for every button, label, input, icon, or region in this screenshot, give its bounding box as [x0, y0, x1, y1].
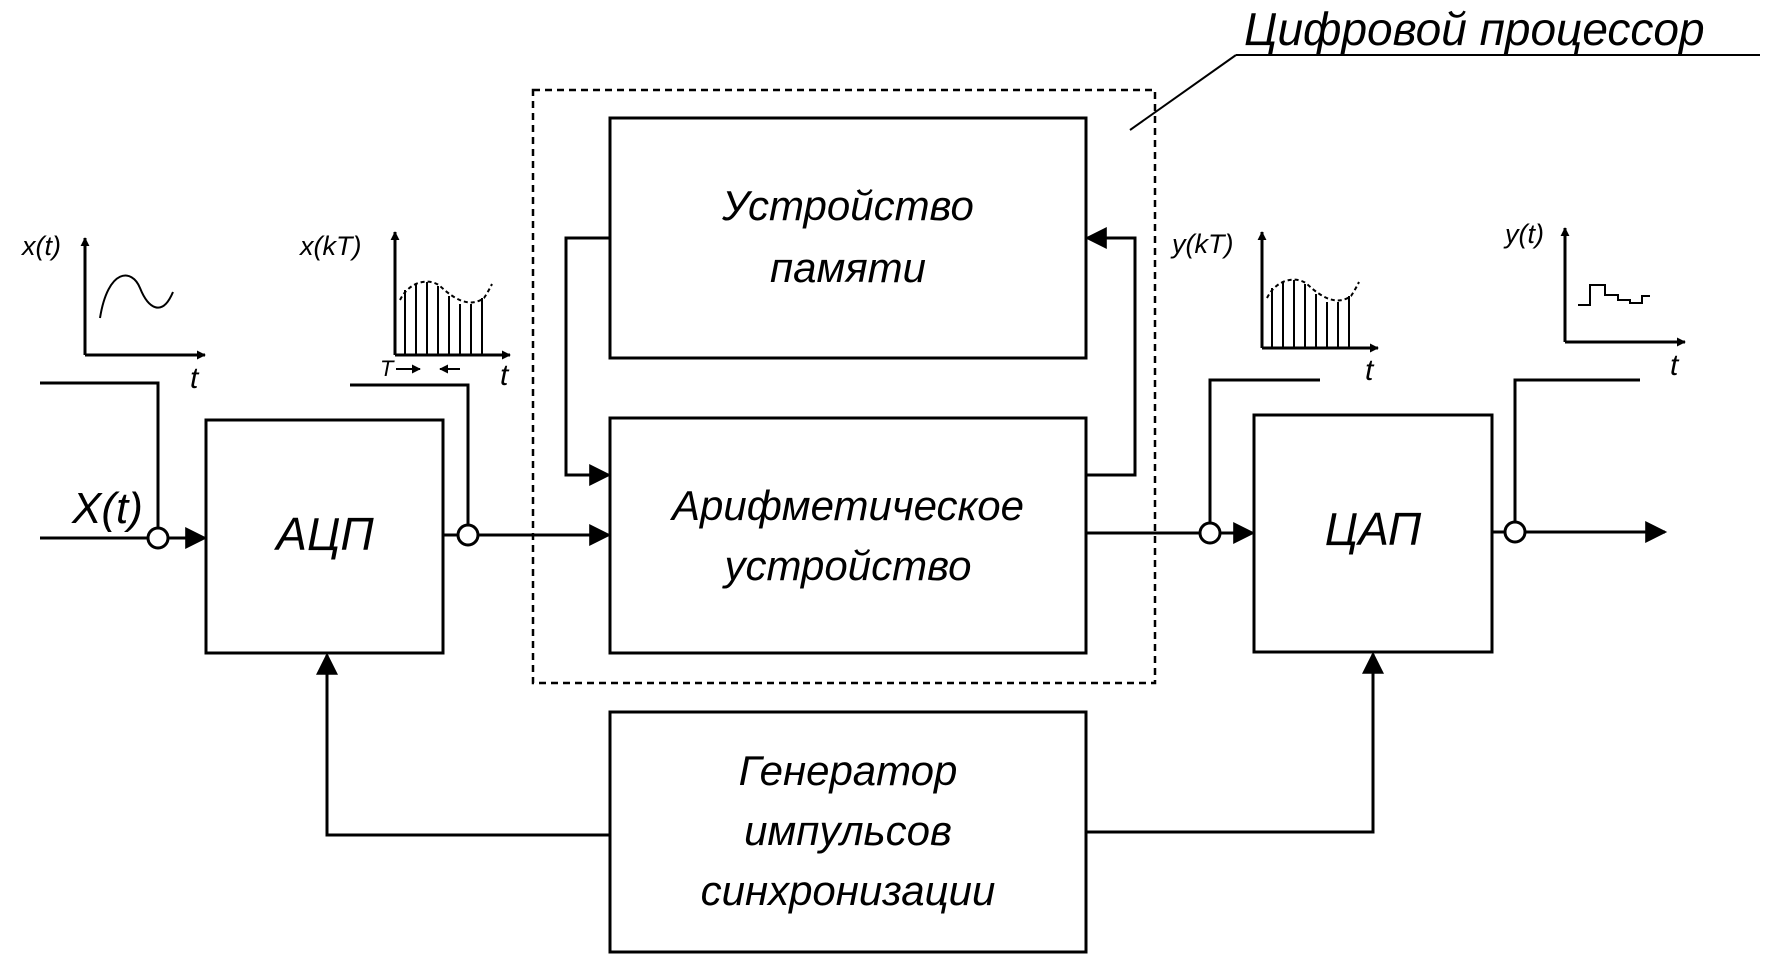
sample-envelope-output [1266, 278, 1360, 302]
plot-analog-input: x(t) t [20, 231, 206, 395]
arithmetic-to-memory-arrow [1084, 227, 1137, 477]
sync-generator-block: Генератор импульсов синхронизации [608, 710, 1088, 954]
dac-block: ЦАП [1252, 413, 1494, 654]
processor-title: Цифровой процессор [1244, 3, 1705, 55]
input-probe-point [146, 526, 170, 550]
adc-output-probe-point [456, 523, 480, 547]
plot3-ylabel: y(kT) [1170, 229, 1233, 259]
plot-sampled-input: x(kT) t T [298, 231, 511, 392]
arithmetic-block: Арифметическое устройство [608, 416, 1088, 655]
plot4-xlabel: t [1670, 349, 1680, 382]
plot2-xlabel: t [500, 359, 510, 392]
plot3-xlabel: t [1365, 354, 1375, 387]
memory-label-line1: Устройство [721, 182, 974, 229]
generator-label-line1: Генератор [739, 747, 958, 794]
sample-pulses-input [404, 282, 483, 355]
generator-label-line2: импульсов [744, 807, 952, 854]
dac-input-probe-point [1198, 521, 1222, 545]
plot1-ylabel: x(t) [20, 231, 61, 261]
dac-output-probe-point [1503, 520, 1527, 544]
generator-label-line3: синхронизации [701, 867, 996, 914]
sample-pulses-output [1271, 280, 1350, 348]
arithmetic-label-line2: устройство [722, 542, 972, 589]
adc-output-probe-lead [350, 383, 470, 525]
title-leader-line [1129, 54, 1237, 131]
plot2-ylabel: x(kT) [298, 231, 361, 261]
input-probe-lead [40, 381, 160, 528]
memory-label-line2: памяти [770, 244, 926, 291]
plot-sampled-output: y(kT) t [1170, 229, 1379, 387]
adc-block: АЦП [204, 418, 445, 655]
arithmetic-label-line1: Арифметическое [669, 482, 1024, 529]
plot1-xlabel: t [190, 362, 200, 395]
memory-block: Устройство памяти [608, 116, 1088, 360]
adc-label: АЦП [273, 508, 374, 560]
plot2-period-label: T [380, 356, 395, 381]
plot-analog-output: y(t) t [1503, 219, 1686, 382]
processor-boundary [531, 88, 1157, 685]
plot4-ylabel: y(t) [1503, 219, 1544, 249]
memory-to-arithmetic-arrow [564, 236, 612, 486]
dac-label: ЦАП [1325, 503, 1422, 555]
dac-input-probe-lead [1208, 378, 1320, 523]
analog-sine-wave [99, 274, 174, 319]
generator-to-dac-arrow [1086, 651, 1384, 834]
stepped-output-signal [1578, 284, 1650, 306]
input-signal-label: X(t) [71, 484, 143, 533]
generator-to-adc-arrow [316, 652, 610, 837]
sample-envelope-input [399, 280, 493, 304]
dac-output-probe-lead [1513, 378, 1640, 522]
